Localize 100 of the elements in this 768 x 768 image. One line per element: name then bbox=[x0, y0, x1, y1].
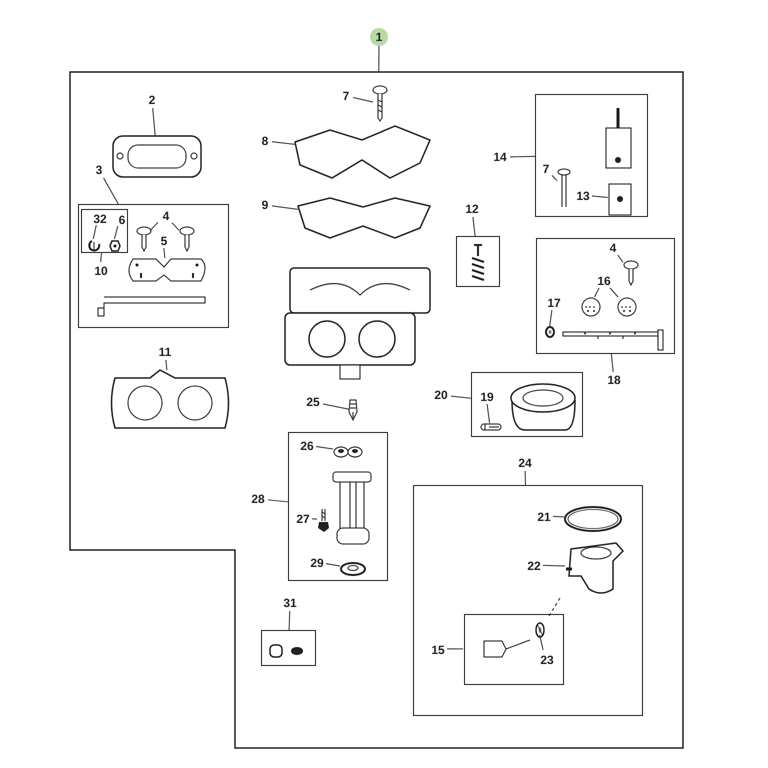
leader-line bbox=[610, 354, 614, 372]
screw-drawing bbox=[136, 226, 152, 252]
callout-number: 27 bbox=[293, 511, 313, 527]
callout-number: 16 bbox=[594, 273, 614, 289]
callout-number: 10 bbox=[91, 263, 111, 279]
plate-drawing bbox=[294, 125, 431, 179]
clip-drawing bbox=[88, 240, 100, 252]
callout-number: 15 bbox=[428, 642, 448, 658]
needle-drawing bbox=[348, 400, 358, 422]
assembly-outline bbox=[70, 72, 683, 748]
leader-line bbox=[542, 564, 566, 567]
plate-drawing bbox=[128, 258, 206, 282]
callout-number: 2 bbox=[145, 92, 159, 108]
callout-number: 19 bbox=[477, 389, 497, 405]
leader-line bbox=[92, 224, 97, 240]
callout-number: 9 bbox=[258, 197, 272, 213]
leader-line bbox=[486, 404, 490, 424]
kit-frame bbox=[78, 204, 229, 328]
gasket-drawing bbox=[110, 369, 230, 429]
callout-number: 1 bbox=[370, 28, 388, 46]
plate-drawing bbox=[297, 197, 432, 239]
kit-frame bbox=[535, 94, 648, 217]
callout-number: 21 bbox=[534, 509, 554, 525]
callout-number: 5 bbox=[157, 233, 171, 249]
leader-line bbox=[103, 178, 119, 204]
screw-drawing bbox=[180, 226, 194, 252]
callout-number: 13 bbox=[573, 188, 593, 204]
callout-number: 26 bbox=[297, 438, 317, 454]
callout-number: 12 bbox=[462, 201, 482, 217]
leader-line bbox=[114, 226, 118, 240]
screw-drawing bbox=[318, 508, 329, 532]
nut-drawing bbox=[109, 240, 121, 252]
kit-frame bbox=[413, 485, 643, 716]
callout-number: 28 bbox=[248, 491, 268, 507]
callout-number: 24 bbox=[515, 455, 535, 471]
leader-line bbox=[152, 108, 156, 136]
leader-line bbox=[268, 499, 288, 502]
callout-number: 31 bbox=[280, 595, 300, 611]
leader-line bbox=[272, 141, 296, 145]
leader-line bbox=[549, 310, 552, 326]
throttle-plate-drawing bbox=[618, 298, 636, 316]
leader-line bbox=[352, 97, 374, 102]
o-ring-drawing bbox=[564, 506, 622, 532]
bolt-drawing bbox=[558, 168, 570, 208]
leader-line bbox=[617, 254, 624, 263]
leader-line bbox=[163, 248, 166, 258]
leader-line bbox=[165, 360, 168, 370]
pin-drawing bbox=[480, 424, 502, 430]
callout-number: 4 bbox=[159, 208, 173, 224]
callout-number: 20 bbox=[431, 387, 451, 403]
leader-line bbox=[594, 288, 600, 298]
callout-number: 22 bbox=[524, 558, 544, 574]
washer-drawing bbox=[535, 622, 545, 638]
leader-line bbox=[610, 288, 619, 298]
gasket-drawing bbox=[340, 562, 366, 576]
kit-frame bbox=[464, 614, 564, 685]
screw-drawing bbox=[372, 86, 388, 122]
callout-number: 4 bbox=[606, 240, 620, 256]
callout-number: 29 bbox=[307, 555, 327, 571]
leader-line bbox=[326, 563, 340, 566]
callout-number: 11 bbox=[155, 344, 175, 360]
callout-number: 17 bbox=[544, 295, 564, 311]
leader-line bbox=[552, 174, 558, 182]
gasket-drawing bbox=[112, 135, 202, 178]
callout-number: 6 bbox=[115, 212, 129, 228]
leader-line bbox=[446, 648, 464, 650]
kit-frame bbox=[261, 630, 316, 666]
callout-number: 25 bbox=[303, 394, 323, 410]
leader-line bbox=[592, 195, 608, 198]
leader-line bbox=[378, 46, 380, 72]
leader-line bbox=[552, 516, 564, 518]
screw-drawing bbox=[624, 260, 638, 286]
leader-line bbox=[272, 205, 298, 210]
washer-drawing bbox=[545, 326, 555, 338]
kit-frame bbox=[471, 372, 583, 437]
seat-drawing bbox=[334, 446, 362, 458]
leader-line bbox=[150, 222, 158, 232]
callout-number: 18 bbox=[604, 372, 624, 388]
callout-number: 3 bbox=[92, 162, 106, 178]
leader-line bbox=[316, 446, 334, 450]
leader-line bbox=[510, 156, 536, 158]
callout-number: 23 bbox=[537, 652, 557, 668]
callout-number: 8 bbox=[258, 133, 272, 149]
leader-line bbox=[172, 222, 180, 231]
callout-number: 32 bbox=[90, 211, 110, 227]
leader-line bbox=[312, 518, 318, 520]
callout-number: 7 bbox=[339, 88, 353, 104]
throttle-plate-drawing bbox=[582, 298, 600, 316]
kit-frame bbox=[288, 432, 388, 581]
plate-drawing bbox=[608, 184, 632, 216]
leader-line bbox=[288, 610, 290, 630]
leader-line bbox=[450, 396, 472, 399]
leader-line bbox=[524, 470, 526, 486]
leader-line bbox=[322, 404, 350, 410]
callout-number: 14 bbox=[490, 149, 510, 165]
kit-frame bbox=[81, 209, 128, 253]
leader-line bbox=[100, 252, 102, 262]
housing-drawing bbox=[566, 542, 624, 594]
kit-frame bbox=[536, 238, 675, 354]
callout-number: 7 bbox=[539, 161, 553, 177]
